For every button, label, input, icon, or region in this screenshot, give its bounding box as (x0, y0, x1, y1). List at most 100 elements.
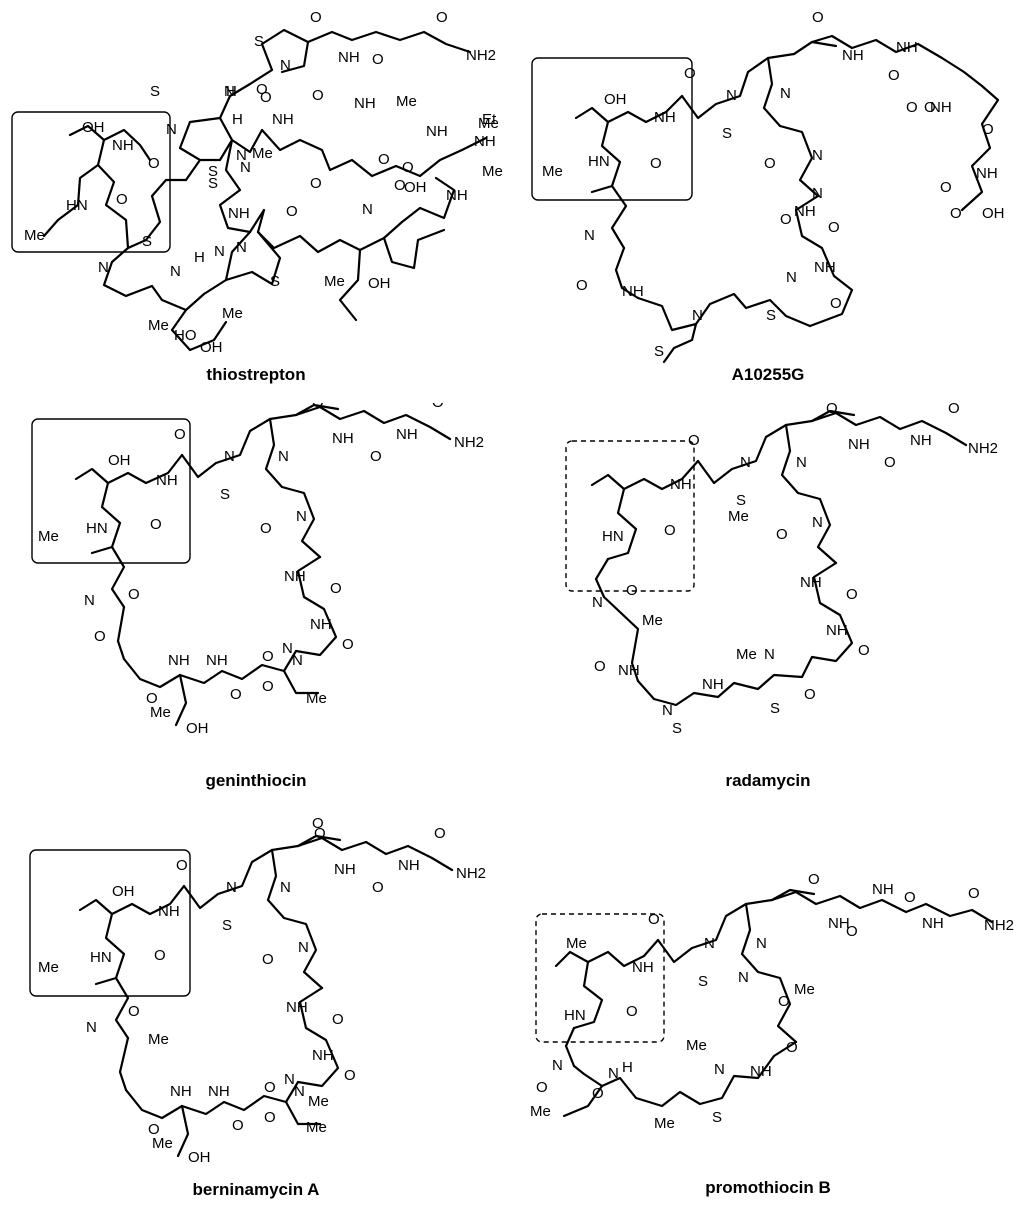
atom-label: NH (848, 436, 870, 453)
atom-label: NH (426, 123, 448, 140)
compound-panel-berninamycin-a: OH NH O Me HN O S N N N O O NH O NH2 NH … (0, 806, 512, 1209)
atom-label: O (846, 586, 858, 603)
atom-label: NH (814, 259, 836, 276)
atom-label: O (858, 642, 870, 659)
atom-label: N (692, 307, 703, 324)
structure-promothiocin-b: Me NH O HN O S N N N O Me O NH O NH O NH… (530, 871, 1014, 1132)
atom-label: Me (222, 305, 243, 322)
atom-label: O (94, 628, 106, 645)
atom-label: Me (148, 1031, 169, 1048)
atom-label: O (312, 87, 324, 104)
atom-label: O (314, 825, 326, 842)
atom-label: Me (38, 959, 59, 976)
atom-label: S (220, 486, 230, 503)
atom-label: O (684, 65, 696, 82)
atom-label: NH (922, 915, 944, 932)
atom-label: Me (24, 227, 45, 244)
atom-label: O (968, 885, 980, 902)
atom-label: NH2 (968, 440, 998, 457)
atom-label: OH (112, 883, 135, 900)
atom-label: N (166, 121, 177, 138)
atom-label: O (576, 277, 588, 294)
atom-label: O (804, 686, 816, 703)
atom-label: NH (800, 574, 822, 591)
atom-label: O (828, 219, 840, 236)
atom-label: O (372, 879, 384, 896)
structure-radamycin: NH O HN O S N N Me N O O NH O NH2 NH O O… (565, 403, 998, 737)
highlight-box (11, 111, 171, 253)
atom-label: O (626, 582, 638, 599)
atom-label: HN (564, 1007, 586, 1024)
atom-label: Et (482, 111, 497, 128)
atom-label: O (148, 1121, 160, 1138)
atom-label: N (226, 879, 237, 896)
atom-label: OH (200, 339, 223, 356)
compound-name: thiostrepton (206, 365, 306, 384)
atom-label: O (776, 526, 788, 543)
atom-label: Me (794, 981, 815, 998)
atom-label: O (948, 403, 960, 417)
atom-label: S (254, 33, 264, 50)
atom-label: S (672, 720, 682, 737)
atom-label: OH (604, 91, 627, 108)
atom-label: NH (354, 95, 376, 112)
compound-name: berninamycin A (192, 1180, 320, 1199)
atom-label: NH2 (456, 865, 486, 882)
atom-label: Me (642, 612, 663, 629)
atom-label: O (434, 825, 446, 842)
atom-label: N (240, 159, 251, 176)
atom-label: NH (170, 1083, 192, 1100)
atom-label: O (154, 947, 166, 964)
atom-label: S (142, 233, 152, 250)
atom-label: O (824, 403, 836, 407)
atom-label: NH (284, 568, 306, 585)
atom-label: O (332, 1011, 344, 1028)
atom-label: N (282, 640, 293, 657)
atom-label: NH (654, 109, 676, 126)
atom-label: OH (982, 205, 1005, 222)
compound-panel-a10255g: OH NH O Me HN O S N N N O O NH O NH O O … (512, 0, 1024, 403)
atom-label: H (194, 249, 205, 266)
atom-label: O (312, 403, 324, 411)
atom-label: N (740, 454, 751, 471)
structure-berninamycin-a: OH NH O Me HN O S N N N O O NH O NH2 NH … (29, 815, 486, 1166)
atom-label: O (232, 1117, 244, 1134)
atom-label: NH (828, 915, 850, 932)
atom-label: Me (482, 163, 503, 180)
atom-label: NH (208, 1083, 230, 1100)
atom-label: O (808, 871, 820, 888)
atom-label: Me (306, 1119, 327, 1136)
atom-label: NH (286, 999, 308, 1016)
atom-label: HN (90, 949, 112, 966)
atom-label: O (372, 51, 384, 68)
atom-label: NH2 (984, 917, 1014, 934)
atom-label: NH (228, 205, 250, 222)
atom-label: O (812, 9, 824, 26)
atom-label: NH (168, 652, 190, 669)
highlight-box (565, 440, 695, 592)
atom-label: O (924, 99, 936, 116)
atom-label: N (662, 702, 673, 719)
atom-label: O (128, 586, 140, 603)
atom-label: NH (396, 426, 418, 443)
atom-label: NH (112, 137, 134, 154)
atom-label: O (286, 203, 298, 220)
atom-label: HN (66, 197, 88, 214)
compound-panel-promothiocin-b: Me NH O HN O S N N N O Me O NH O NH O NH… (512, 806, 1024, 1209)
atom-label: O (436, 9, 448, 26)
atom-label: NH (338, 49, 360, 66)
atom-label: NH (332, 430, 354, 447)
atom-label: OH (404, 179, 427, 196)
atom-label: O (176, 857, 188, 874)
atom-label: O (146, 690, 158, 707)
atom-label: H (232, 111, 243, 128)
atom-label: N (714, 1061, 725, 1078)
atom-label: Me (306, 690, 327, 707)
structure-thiostrepton: OH NH O O HN Me S S N N N H N H N S N O … (11, 9, 503, 356)
atom-label: N (292, 652, 303, 669)
atom-label: NH (618, 662, 640, 679)
compound-panel-radamycin: NH O HN O S N N Me N O O NH O NH2 NH O O… (512, 403, 1024, 806)
atom-label: O (432, 403, 444, 411)
atom-label: HN (86, 520, 108, 537)
atom-label: NH (910, 432, 932, 449)
